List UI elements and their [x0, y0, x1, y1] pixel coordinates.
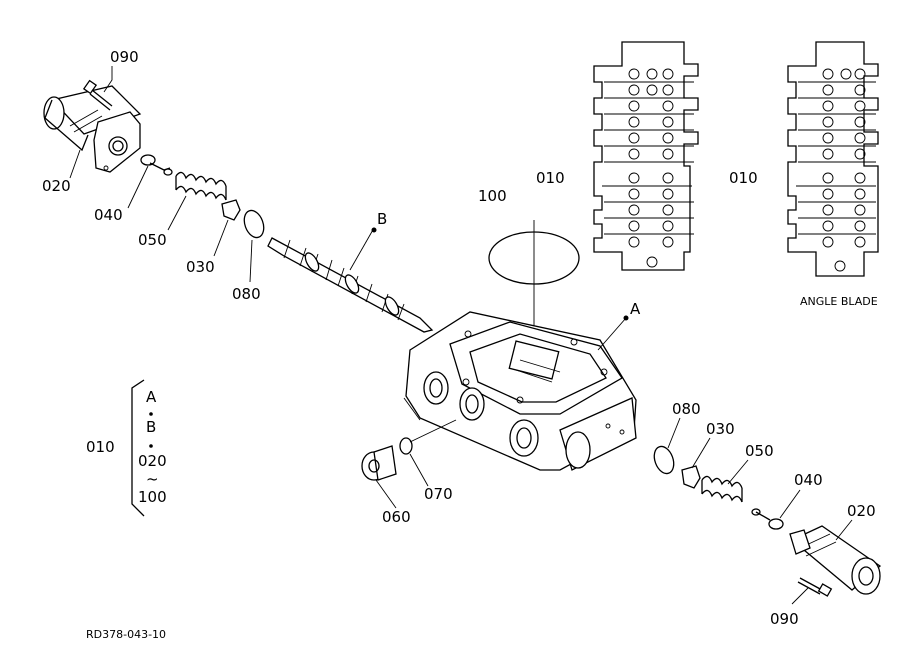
spring-050-top	[175, 171, 227, 201]
oring-070	[399, 419, 457, 455]
label-020-right: 020	[847, 502, 876, 520]
label-050-top: 050	[138, 231, 167, 249]
valve-body-a	[403, 311, 637, 471]
seat-030-right	[681, 465, 701, 489]
spring-050-right	[701, 475, 743, 503]
label-030-top: 030	[186, 258, 215, 276]
label-090-top: 090	[110, 48, 139, 66]
label-angle-blade: ANGLE BLADE	[800, 295, 878, 308]
legend-line-2: B	[146, 418, 156, 436]
spool-b	[267, 237, 434, 333]
label-040-right: 040	[794, 471, 823, 489]
label-030-right: 030	[706, 420, 735, 438]
label-090-right: 090	[770, 610, 799, 628]
label-valve-left: 010	[536, 169, 565, 187]
legend-line-3: 020	[138, 452, 167, 470]
legend-line-4: ~	[146, 470, 159, 488]
label-body-a: A	[630, 300, 641, 318]
legend-line-5: 100	[138, 488, 167, 506]
valve-schematic-left	[593, 41, 699, 271]
label-050-right: 050	[745, 442, 774, 460]
label-100: 100	[478, 187, 507, 205]
bolt-090-right	[797, 577, 833, 597]
drawing-reference-code: RD378-043-10	[86, 628, 166, 641]
label-070: 070	[424, 485, 453, 503]
oring-080-right	[653, 445, 675, 475]
label-080-top: 080	[232, 285, 261, 303]
leaders-right	[667, 417, 853, 605]
label-040-top: 040	[94, 206, 123, 224]
poppet-040-top	[140, 154, 173, 176]
legend-dot-2	[149, 444, 153, 448]
oring-080-top	[243, 209, 265, 239]
leaders-plug	[375, 453, 429, 509]
label-020-top: 020	[42, 177, 71, 195]
plug-060	[361, 445, 397, 481]
legend-line-1: A	[146, 388, 157, 406]
legend-bracket	[131, 379, 145, 517]
bolt-090-top	[82, 79, 113, 111]
leader-body-a	[597, 315, 629, 351]
poppet-040-right	[751, 508, 784, 530]
legend-dot-1	[149, 412, 153, 416]
oring-100	[488, 220, 580, 330]
label-valve-right: 010	[729, 169, 758, 187]
leaders-top-left	[69, 66, 377, 283]
seat-030-top	[221, 199, 241, 221]
label-060: 060	[382, 508, 411, 526]
housing-020-right	[789, 525, 882, 595]
legend-number: 010	[86, 438, 115, 456]
label-spool-b: B	[377, 210, 387, 228]
housing-020-top	[43, 85, 142, 173]
valve-schematic-right	[787, 41, 879, 277]
label-080-right: 080	[672, 400, 701, 418]
